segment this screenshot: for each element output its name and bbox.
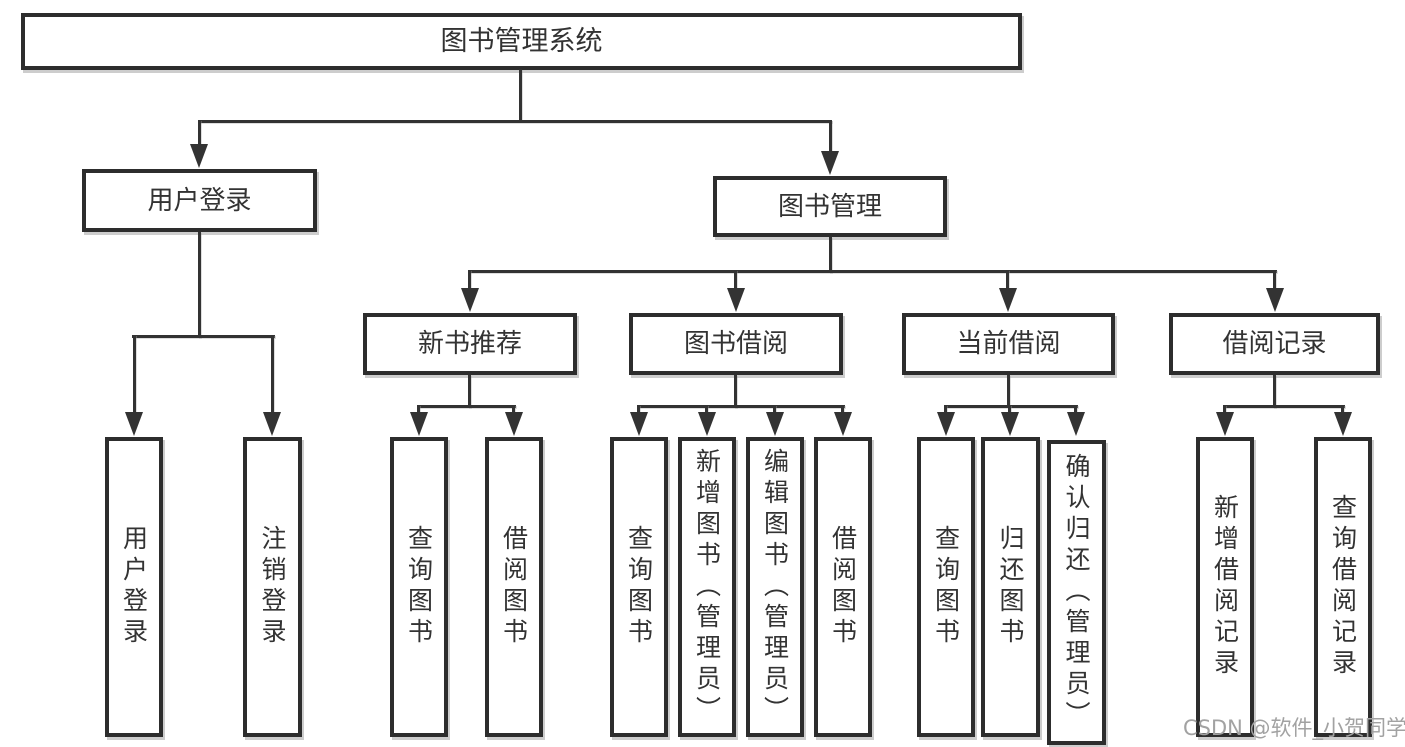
- watermark: CSDN @软件_小贺同学: [1183, 716, 1405, 740]
- connector-line: [944, 405, 1078, 408]
- leaf-query-books-current: 查询图书: [917, 437, 975, 737]
- connector-line: [512, 405, 515, 414]
- connector-line: [417, 405, 420, 414]
- connector-line: [1074, 405, 1077, 414]
- arrow-down-icon: [937, 412, 955, 436]
- connector-line: [637, 405, 640, 414]
- leaf-label: 归还图书: [996, 525, 1025, 649]
- leaf-add-books-admin: 新增图书（管理员）: [678, 437, 736, 737]
- node-label: 图书管理: [777, 191, 882, 222]
- leaf-label: 查询图书: [931, 525, 961, 649]
- connector-line: [133, 335, 136, 414]
- connector-line: [198, 232, 201, 338]
- node-user-login: 用户登录: [82, 169, 317, 232]
- arrow-down-icon: [727, 288, 745, 312]
- connector-line: [1006, 270, 1009, 290]
- leaf-add-borrow-record: 新增借阅记录: [1196, 437, 1254, 737]
- leaf-label: 用户登录: [119, 525, 149, 649]
- node-library-management-system: 图书管理系统: [21, 13, 1022, 70]
- node-book-management: 图书管理: [713, 176, 947, 237]
- node-label: 用户登录: [147, 185, 252, 216]
- connector-line: [829, 120, 832, 153]
- arrow-down-icon: [410, 412, 428, 436]
- connector-line: [637, 405, 845, 408]
- connector-line: [468, 270, 1277, 273]
- connector-line: [734, 375, 737, 408]
- leaf-label: 查询图书: [624, 525, 654, 649]
- node-book-borrowing: 图书借阅: [629, 313, 843, 375]
- leaf-user-login: 用户登录: [105, 437, 163, 737]
- connector-line: [1223, 405, 1345, 408]
- connector-line: [468, 270, 471, 290]
- arrow-down-icon: [766, 412, 784, 436]
- connector-line: [198, 120, 832, 123]
- arrow-down-icon: [190, 144, 208, 168]
- node-current-borrowing: 当前借阅: [902, 313, 1115, 375]
- connector-line: [1223, 405, 1226, 414]
- arrow-down-icon: [1266, 288, 1284, 312]
- leaf-return-books: 归还图书: [981, 437, 1040, 737]
- connector-line: [271, 335, 274, 414]
- leaf-label: 查询借阅记录: [1328, 494, 1358, 680]
- arrow-down-icon: [821, 151, 839, 175]
- leaf-label: 注销登录: [258, 525, 287, 649]
- connector-line: [829, 237, 832, 273]
- arrow-down-icon: [999, 288, 1017, 312]
- leaf-label: 编辑图书（管理员）: [760, 447, 790, 727]
- leaf-borrow-books-newbook: 借阅图书: [485, 437, 543, 737]
- node-new-book-recommendation: 新书推荐: [363, 313, 577, 375]
- leaf-label: 借阅图书: [828, 525, 858, 649]
- node-label: 图书借阅: [683, 329, 788, 359]
- leaf-query-books-borrow: 查询图书: [610, 437, 668, 737]
- arrow-down-icon: [698, 412, 716, 436]
- connector-line: [1273, 270, 1276, 290]
- connector-line: [417, 405, 516, 408]
- connector-line: [734, 270, 737, 290]
- connector-line: [1008, 405, 1011, 414]
- leaf-label: 新增借阅记录: [1210, 494, 1240, 680]
- leaf-label: 新增图书（管理员）: [692, 447, 722, 727]
- arrow-down-icon: [461, 288, 479, 312]
- leaf-label: 确认归还（管理员）: [1062, 453, 1091, 732]
- connector-line: [468, 375, 471, 408]
- leaf-query-books-newbook: 查询图书: [390, 437, 448, 737]
- node-label: 新书推荐: [417, 329, 522, 359]
- connector-line: [198, 120, 201, 146]
- arrow-down-icon: [125, 412, 143, 436]
- leaf-edit-books-admin: 编辑图书（管理员）: [746, 437, 804, 737]
- leaf-borrow-books-borrow: 借阅图书: [814, 437, 872, 737]
- arrow-down-icon: [1216, 412, 1234, 436]
- connector-line: [705, 405, 708, 414]
- arrow-down-icon: [834, 412, 852, 436]
- connector-line: [841, 405, 844, 414]
- leaf-label: 查询图书: [404, 525, 434, 649]
- connector-line: [944, 405, 947, 414]
- node-borrowing-records: 借阅记录: [1169, 313, 1380, 375]
- connector-line: [1273, 375, 1276, 408]
- leaf-logout: 注销登录: [243, 437, 302, 737]
- leaf-confirm-return-admin: 确认归还（管理员）: [1047, 440, 1106, 745]
- arrow-down-icon: [1001, 412, 1019, 436]
- arrow-down-icon: [505, 412, 523, 436]
- connector-line: [1007, 375, 1010, 408]
- node-label: 当前借阅: [956, 329, 1061, 359]
- connector-line: [773, 405, 776, 414]
- arrow-down-icon: [1334, 412, 1352, 436]
- leaf-label: 借阅图书: [499, 525, 529, 649]
- connector-line: [1341, 405, 1344, 414]
- leaf-query-borrow-record: 查询借阅记录: [1314, 437, 1372, 737]
- arrow-down-icon: [1067, 412, 1085, 436]
- arrow-down-icon: [630, 412, 648, 436]
- connector-line: [519, 69, 522, 122]
- node-label: 图书管理系统: [440, 26, 603, 57]
- arrow-down-icon: [263, 412, 281, 436]
- connector-line: [132, 335, 275, 338]
- node-label: 借阅记录: [1222, 329, 1327, 359]
